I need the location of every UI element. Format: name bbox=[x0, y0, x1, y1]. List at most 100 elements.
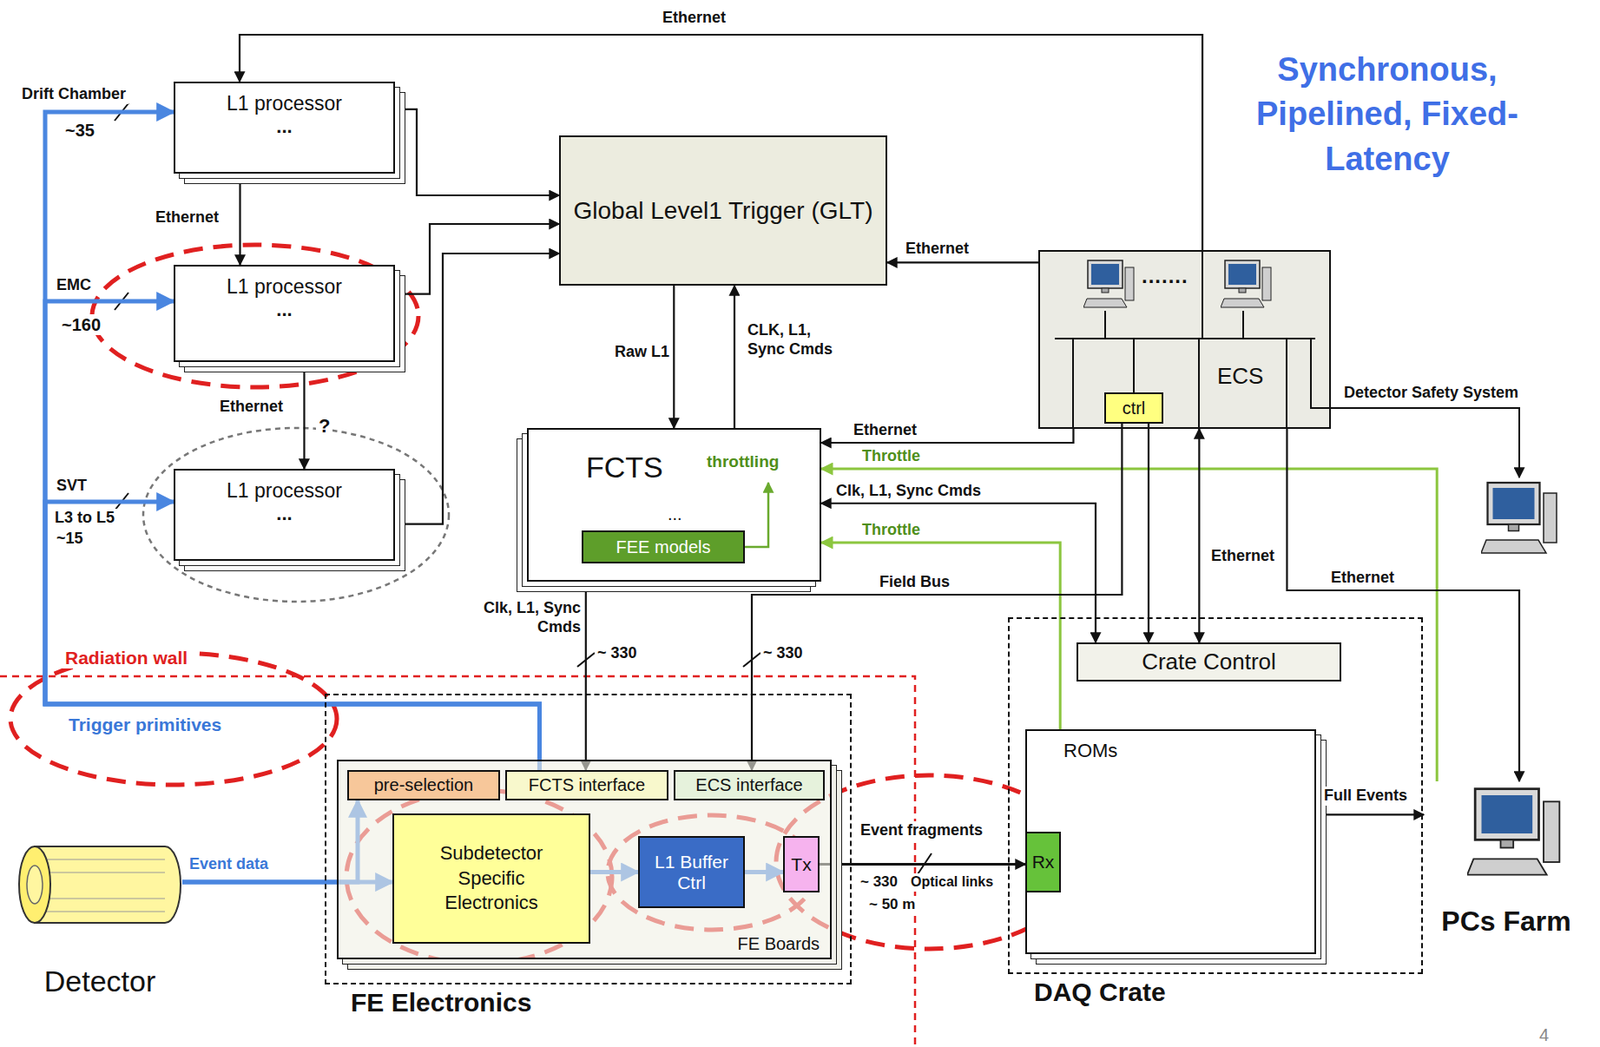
l1-processor: L1 processor... bbox=[173, 81, 396, 174]
connector bbox=[585, 581, 587, 771]
fcts-box: FCTSthrottling...FEE models bbox=[526, 427, 822, 582]
connector bbox=[733, 285, 736, 428]
node-text: Tx bbox=[790, 854, 811, 876]
interface-box: ECS interface bbox=[673, 770, 825, 801]
board-box: FE Boardspre-selectionFCTS interfaceECS … bbox=[336, 759, 832, 960]
rx-box: Rx bbox=[1025, 831, 1061, 893]
node-text: ctrl bbox=[1122, 398, 1146, 419]
ecs-bus bbox=[1073, 250, 1331, 429]
annotation: ~ 330 bbox=[857, 873, 901, 891]
connector bbox=[1147, 423, 1150, 643]
edge-label: Ethernet bbox=[1208, 546, 1278, 567]
tx-box: Tx bbox=[783, 836, 820, 893]
region-box: FE ElectronicsFE Boardspre-selectionFCTS… bbox=[324, 693, 852, 985]
edge-label: Field Bus bbox=[876, 572, 953, 593]
detector-cylinder bbox=[19, 846, 51, 923]
interface-box: FCTS interface bbox=[505, 770, 669, 801]
process-box: Subdetector Specific Electronics bbox=[392, 813, 591, 944]
connector bbox=[302, 362, 305, 469]
ecs-bus bbox=[1054, 250, 1331, 429]
l1-processor: L1 processor... bbox=[173, 264, 396, 363]
node-text: FCTS interface bbox=[528, 775, 646, 796]
model-box: FEE models bbox=[581, 530, 745, 564]
annotation: 4 bbox=[1536, 1024, 1552, 1046]
ecs-box: ECS....... ctrl bbox=[1038, 250, 1331, 429]
edge-label: Event data bbox=[186, 855, 271, 875]
connector bbox=[672, 285, 675, 428]
edge-label: Ethernet bbox=[152, 208, 222, 228]
annotation: Drift Chamber bbox=[19, 85, 129, 105]
node-text: ....... bbox=[1141, 263, 1189, 289]
option-ellipse bbox=[143, 427, 449, 602]
annotation: Radiation wall bbox=[62, 646, 191, 669]
computer-icon bbox=[1220, 260, 1271, 308]
edge-label: Ethernet bbox=[902, 239, 972, 259]
annotation: ~ 330 bbox=[594, 644, 640, 664]
node-text: Subdetector Specific Electronics bbox=[421, 841, 561, 916]
connector bbox=[1316, 813, 1424, 816]
annotation: SVT bbox=[53, 476, 90, 496]
computer-icon bbox=[1481, 482, 1557, 554]
node-text: FE Electronics bbox=[350, 987, 532, 1018]
annotation: Trigger primitives bbox=[65, 713, 224, 736]
radiation-wall-line bbox=[0, 676, 916, 1047]
highlight-ellipse bbox=[10, 652, 337, 785]
computer-figure: PCs Farm bbox=[1423, 781, 1589, 938]
edge-label: Ethernet bbox=[217, 397, 286, 417]
interface-box: pre-selection bbox=[347, 770, 501, 801]
bus-width-slash bbox=[114, 103, 932, 875]
node-text: DAQ Crate bbox=[1033, 977, 1166, 1008]
annotation: Synchronous, Pipelined, Fixed-Latency bbox=[1250, 47, 1525, 182]
safety-link bbox=[1330, 408, 1520, 478]
annotation: Optical links bbox=[908, 873, 996, 890]
node-text: ECS interface bbox=[695, 775, 803, 796]
annotation: EMC bbox=[53, 276, 94, 296]
node-text: ECS bbox=[1217, 362, 1264, 390]
annotation: ~ 330 bbox=[760, 644, 806, 664]
throttle-loop bbox=[744, 482, 769, 547]
connector bbox=[1286, 428, 1520, 782]
node-text: PCs Farm bbox=[1441, 905, 1571, 938]
node-text: L1 processor bbox=[226, 479, 343, 503]
connector bbox=[395, 223, 560, 295]
edge-label: Clk, L1, Sync Cmds bbox=[833, 481, 984, 501]
connector bbox=[395, 109, 560, 196]
trigger-box: Global Level1 Trigger (GLT) bbox=[559, 135, 888, 286]
connector bbox=[821, 542, 1061, 730]
connector bbox=[1198, 428, 1200, 643]
detector-cylinder bbox=[26, 865, 43, 904]
detector-cylinder bbox=[19, 846, 181, 923]
ecs-panel bbox=[1038, 250, 1331, 429]
node-text: Crate Control bbox=[1141, 648, 1277, 676]
annotation: ? bbox=[316, 414, 333, 438]
annotation: ~ 50 m bbox=[866, 895, 918, 914]
annotation: ~15 bbox=[53, 529, 86, 549]
node-text: ... bbox=[667, 504, 683, 525]
node-text: Detector bbox=[44, 964, 157, 999]
edge-label: Throttle bbox=[859, 447, 923, 467]
connector bbox=[182, 800, 358, 883]
highlight-ellipse bbox=[92, 244, 419, 388]
edge-label: Raw L1 bbox=[599, 342, 672, 363]
bus-width-slash bbox=[114, 103, 932, 875]
computer-icon bbox=[1467, 789, 1560, 876]
annotation: L3 to L5 bbox=[52, 508, 118, 528]
edge-label: Full Events bbox=[1321, 786, 1410, 806]
node-text: Global Level1 Trigger (GLT) bbox=[573, 195, 874, 226]
connector bbox=[821, 503, 1096, 643]
edge-label: Throttle bbox=[859, 520, 923, 540]
connector bbox=[45, 301, 540, 771]
node-text: throttling bbox=[706, 452, 779, 472]
connector bbox=[395, 253, 560, 525]
detector-cylinder bbox=[34, 846, 181, 923]
edge-label: Event fragments bbox=[857, 821, 986, 841]
node-text: Rx bbox=[1032, 851, 1055, 873]
node-text: FEE models bbox=[616, 537, 712, 558]
detector-cylinder bbox=[34, 859, 165, 912]
buffer-box: L1 Buffer Ctrl bbox=[638, 836, 745, 909]
connector bbox=[887, 261, 1039, 264]
connector bbox=[238, 173, 241, 265]
fcts-panel bbox=[526, 427, 822, 582]
annotation: Detector Safety System bbox=[1341, 383, 1521, 403]
